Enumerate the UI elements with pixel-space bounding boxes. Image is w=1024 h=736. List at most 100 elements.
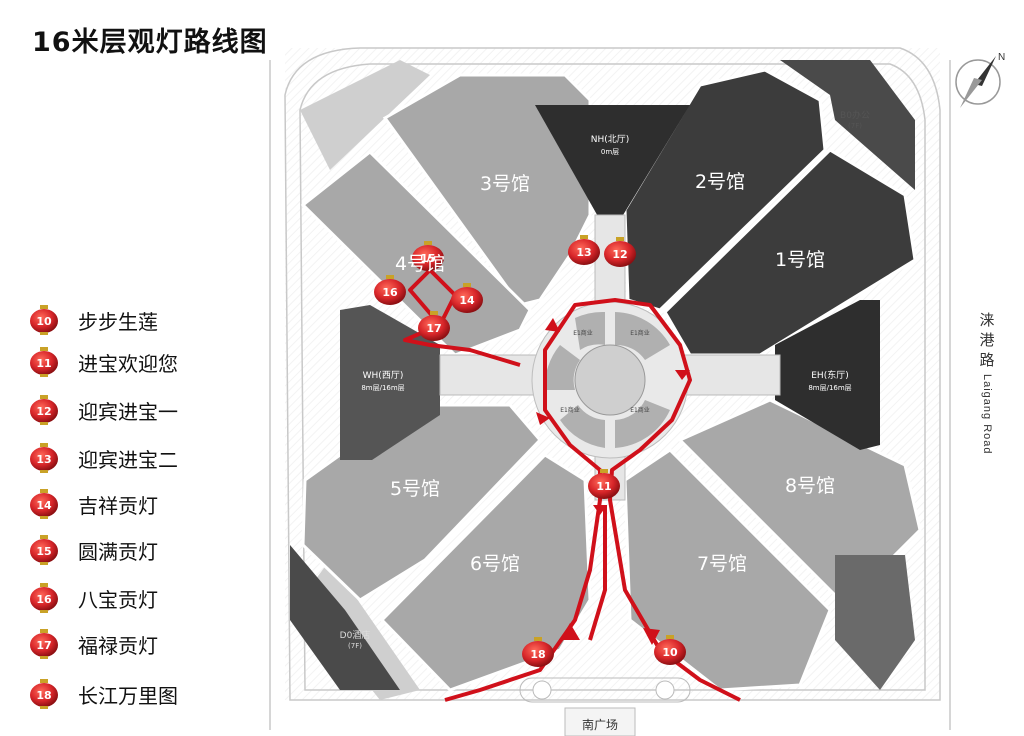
lantern-icon: 11 [28, 346, 60, 378]
lantern-icon: 12 [28, 394, 60, 426]
legend-item: 16 八宝贡灯 [28, 578, 158, 618]
lantern-icon: 16 [28, 582, 60, 614]
svg-text:10: 10 [36, 315, 52, 328]
center-label-2: E1商业 [630, 329, 650, 337]
legend-item: 17 福禄贡灯 [28, 624, 158, 664]
center-label-1: E1商业 [573, 329, 593, 337]
lantern-11-icon: 11 [30, 347, 58, 377]
legend-label: 八宝贡灯 [78, 587, 158, 612]
lantern-marker-18: 18 [522, 637, 554, 667]
d0-hotel [290, 545, 400, 690]
east-hall-name: EH(东厅) [811, 369, 848, 381]
road-char-3: 路 [979, 351, 995, 369]
svg-text:N: N [998, 52, 1005, 63]
b0-office-name: B0办公 [840, 109, 870, 121]
east-hall [775, 300, 880, 450]
lantern-marker-number: 11 [596, 480, 611, 493]
d0-hotel-name: D0酒店 [340, 629, 371, 641]
svg-text:13: 13 [36, 453, 51, 466]
north-hall [535, 105, 690, 220]
hall-4-label: 4号馆 [395, 253, 445, 275]
lantern-marker-number: 10 [662, 646, 678, 659]
lantern-marker-number: 13 [576, 246, 591, 259]
lantern-marker-17: 17 [418, 311, 450, 341]
legend-item: 18 长江万里图 [28, 674, 178, 714]
lantern-marker-number: 12 [612, 248, 627, 261]
hall-5-label: 5号馆 [390, 478, 440, 500]
lantern-icon: 18 [28, 678, 60, 710]
lantern-icon: 13 [28, 442, 60, 474]
route-arrows [536, 318, 690, 645]
se-lot [835, 555, 915, 690]
lantern-16-icon: 16 [30, 583, 58, 613]
svg-text:11: 11 [36, 357, 51, 370]
d0-hotel-floor: (7F) [348, 642, 362, 650]
legend-label: 步步生莲 [78, 309, 158, 334]
hall-3-label: 3号馆 [480, 173, 530, 195]
lantern-15-icon: 15 [30, 535, 58, 565]
central-hub [531, 301, 689, 459]
hall-3[interactable] [382, 73, 592, 307]
east-hall-floor: 8m层/16m层 [808, 384, 851, 392]
legend-item: 11 进宝欢迎您 [28, 342, 178, 382]
legend-label: 迎宾进宝二 [78, 447, 178, 472]
hall-8[interactable] [677, 398, 922, 608]
hall-7-label: 7号馆 [697, 553, 747, 575]
lantern-icon: 14 [28, 488, 60, 520]
legend-item: 13 迎宾进宝二 [28, 438, 178, 478]
legend-label: 圆满贡灯 [78, 539, 158, 564]
b0-office-floor: (7F) [848, 122, 862, 130]
west-hall-floor: 8m层/16m层 [361, 384, 404, 392]
legend-label: 福禄贡灯 [78, 633, 158, 658]
legend-item: 10 步步生莲 [28, 300, 158, 340]
lantern-icon: 17 [28, 628, 60, 660]
svg-text:15: 15 [36, 545, 51, 558]
hall-2-label: 2号馆 [695, 171, 745, 193]
lantern-marker-number: 18 [530, 648, 545, 661]
map-markers: 10 11 12 13 14 15 16 17 18 [374, 235, 686, 667]
lantern-marker-10: 10 [654, 635, 686, 665]
lantern-14-icon: 14 [30, 489, 58, 519]
svg-text:17: 17 [36, 639, 51, 652]
hall-8-label: 8号馆 [785, 475, 835, 497]
lantern-marker-number: 15 [420, 252, 435, 265]
road-char-2: 港 [979, 331, 995, 349]
legend-label: 吉祥贡灯 [78, 493, 158, 518]
lantern-12-icon: 12 [30, 395, 58, 425]
legend-label: 进宝欢迎您 [78, 351, 178, 376]
center-label-3: E1商业 [560, 406, 580, 414]
laigang-road-label: 涞 港 路 Laigang Road [972, 310, 1002, 459]
lantern-18-icon: 18 [30, 679, 58, 709]
svg-text:16: 16 [36, 593, 52, 606]
hall-7[interactable] [623, 448, 832, 692]
lantern-marker-14: 14 [451, 283, 483, 313]
lantern-marker-12: 12 [604, 237, 636, 267]
lantern-17-icon: 17 [30, 629, 58, 659]
svg-text:12: 12 [36, 405, 51, 418]
legend-item: 12 迎宾进宝一 [28, 390, 178, 430]
south-plaza-label: 南广场 [582, 717, 618, 732]
legend-label: 迎宾进宝一 [78, 399, 178, 424]
legend-item: 14 吉祥贡灯 [28, 484, 158, 524]
lantern-marker-13: 13 [568, 235, 600, 265]
road-char-1: 涞 [979, 311, 995, 329]
lantern-marker-11: 11 [588, 469, 620, 499]
lantern-marker-number: 16 [382, 286, 398, 299]
west-hall-name: WH(西厅) [363, 370, 404, 381]
hall-6-label: 6号馆 [470, 553, 520, 575]
south-plaza-area [519, 677, 691, 736]
svg-text:18: 18 [36, 689, 51, 702]
lantern-marker-16: 16 [374, 275, 406, 305]
b0-office [780, 60, 915, 190]
page-title: 16米层观灯路线图 [32, 27, 268, 58]
lantern-icon: 10 [28, 304, 60, 336]
lantern-10-icon: 10 [30, 305, 58, 335]
lantern-marker-number: 17 [426, 322, 441, 335]
hall-1-label: 1号馆 [775, 249, 825, 271]
north-hall-floor: 0m层 [601, 148, 619, 156]
north-hall-name: NH(北厅) [591, 134, 630, 145]
lantern-marker-15: 15 [412, 241, 444, 271]
hall-6[interactable] [379, 453, 592, 692]
road-english: Laigang Road [981, 374, 993, 455]
